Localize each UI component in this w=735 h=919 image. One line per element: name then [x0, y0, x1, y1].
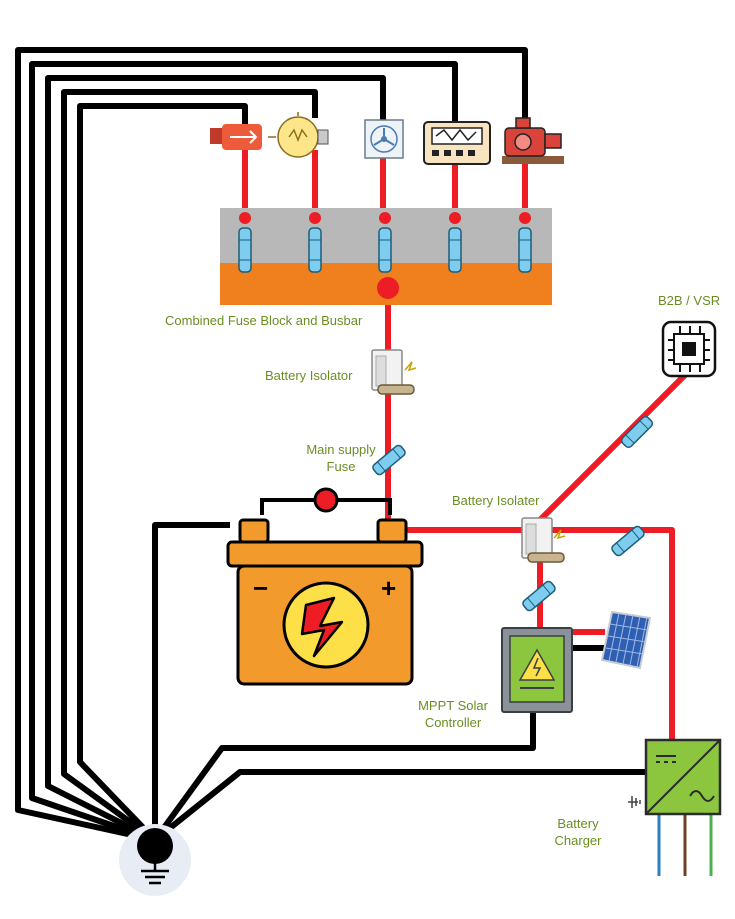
negative-wires — [15, 47, 645, 843]
b2b-vsr-label: B2B / VSR — [658, 293, 721, 308]
stereo-icon — [423, 121, 491, 165]
battery-negative-symbol: − — [253, 573, 268, 603]
main-supply-fuse-label: Main supply Fuse — [296, 441, 386, 475]
main-supply-fuse-label-line1: Main supply — [306, 442, 376, 457]
usb-socket-icon — [210, 124, 262, 150]
b2b-fuse-icon — [620, 415, 654, 449]
block-fuses — [238, 212, 532, 273]
battery-charger-label: Battery Charger — [540, 815, 616, 849]
busbar-terminal — [377, 277, 399, 299]
block-fuse — [308, 212, 322, 273]
battery-isolator-right-label: Battery Isolater — [452, 493, 540, 508]
main-supply-fuse-label-line2: Fuse — [326, 459, 356, 474]
positive-wires — [242, 150, 693, 742]
fuse-block-label: Combined Fuse Block and Busbar — [165, 313, 363, 328]
block-fuse — [448, 212, 462, 273]
battery-isolator-top-label: Battery Isolator — [265, 368, 353, 383]
charger-fuse-icon — [611, 525, 645, 557]
mppt-label-line1: MPPT Solar — [418, 698, 488, 713]
solar-panel-icon — [600, 610, 652, 670]
battery-charger-icon — [628, 738, 722, 876]
charger-label-line1: Battery — [557, 816, 599, 831]
fan-icon — [364, 119, 404, 159]
battery-positive-symbol: + — [381, 573, 396, 603]
light-bulb-icon — [268, 112, 329, 158]
block-fuse — [238, 212, 252, 273]
battery-isolator-top-icon — [371, 349, 417, 395]
block-fuse — [378, 212, 392, 273]
b2b-vsr-icon — [661, 320, 717, 378]
mppt-label-line2: Controller — [424, 715, 482, 730]
water-pump-icon — [502, 117, 564, 164]
ground-icon — [119, 824, 191, 896]
mppt-controller-label: MPPT Solar Controller — [404, 697, 502, 731]
battery-isolator-right-icon — [521, 517, 566, 563]
charger-label-line2: Charger — [554, 833, 602, 848]
battery-icon — [226, 487, 424, 686]
mppt-fuse-icon — [522, 580, 556, 612]
mppt-controller-icon — [501, 627, 573, 713]
block-fuse — [518, 212, 532, 273]
main-supply-fuse-icon — [372, 444, 406, 476]
